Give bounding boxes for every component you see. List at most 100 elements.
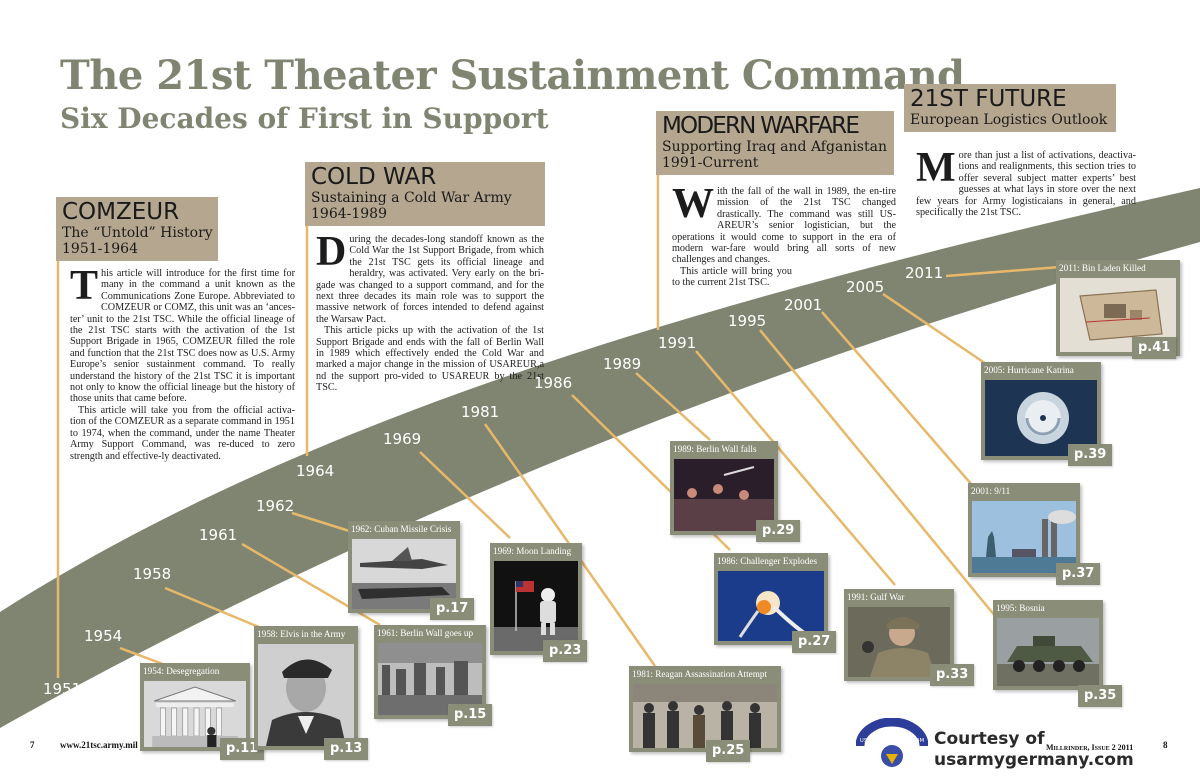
courtesy-line: Courtesy of: [934, 729, 1045, 749]
era-header-cold-war: COLD WAR Sustaining a Cold War Army 1964…: [305, 162, 545, 226]
year-label: 1981: [461, 403, 500, 421]
era-header-future: 21ST FUTURE European Logistics Outlook: [904, 84, 1116, 132]
logo-text: USARMYGERMANY.COM: [860, 738, 925, 744]
page-reference[interactable]: p.17: [430, 598, 475, 620]
article-paragraph: This article picks up with the activatio…: [316, 325, 544, 394]
era-years: 1964-1989: [311, 206, 387, 222]
year-label: 2005: [846, 278, 885, 296]
compound-diagram-photo: [1060, 278, 1176, 352]
event-card-2011[interactable]: 2011: Bin Laden Killed: [1056, 260, 1180, 356]
event-caption: 2005: Hurricane Katrina: [984, 365, 1074, 375]
era-name: MODERN WARFARE: [662, 113, 860, 139]
event-card-1989[interactable]: 1989: Berlin Wall falls: [670, 441, 778, 535]
usarmygermany-logo: USARMYGERMANY.COM: [855, 717, 929, 768]
drop-cap: W: [672, 181, 714, 227]
year-label: 1951: [43, 680, 82, 698]
page-reference[interactable]: p.29: [756, 520, 801, 542]
page-subtitle: Six Decades of First in Support: [60, 102, 549, 135]
astronaut-on-moon-photo: [494, 561, 578, 651]
courtesy-website[interactable]: usarmygermany.com: [934, 750, 1134, 770]
footer-issue: Millrinder, Issue 2 2011: [1046, 743, 1134, 752]
era-name: 21ST FUTURE: [910, 86, 1067, 112]
general-portrait-photo: [848, 607, 950, 677]
article-paragraph: uring the decades-long standoff known as…: [316, 234, 544, 325]
event-card-2001[interactable]: 2001: 9/11: [968, 483, 1080, 577]
era-header-modern-warfare: MODERN WARFARE Supporting Iraq and Afgan…: [656, 111, 894, 175]
era-years: 1951-1964: [62, 241, 138, 257]
shuttle-explosion-photo: [718, 571, 824, 641]
page-title: The 21st Theater Sustainment Command: [60, 52, 965, 99]
event-card-1962[interactable]: 1962: Cuban Missile Crisis: [348, 521, 460, 613]
event-caption: 2001: 9/11: [971, 486, 1011, 496]
connector-1991: [695, 350, 896, 586]
page-reference[interactable]: p.41: [1132, 337, 1177, 359]
event-card-1986[interactable]: 1986: Challenger Explodes: [714, 553, 828, 645]
year-label: 1954: [84, 627, 123, 645]
article-comzeur: T his article will introduce for the fir…: [70, 263, 295, 462]
article-cold-war: D uring the decades-long standoff known …: [316, 229, 544, 394]
event-card-1991[interactable]: 1991: Gulf War: [844, 589, 954, 681]
event-card-1969[interactable]: 1969: Moon Landing: [490, 543, 582, 655]
article-paragraph: This article will bring you to the curre…: [672, 265, 792, 289]
year-label: 1962: [256, 497, 295, 515]
footer-page-number-left: 7: [30, 740, 35, 750]
connector-2011: [945, 265, 1061, 278]
era-subtitle: Supporting Iraq and Afganistan: [662, 139, 887, 155]
era-subtitle: Sustaining a Cold War Army: [311, 190, 512, 206]
era-name: COLD WAR: [311, 164, 437, 190]
year-label: 1964: [296, 462, 335, 480]
drop-cap: D: [316, 229, 347, 275]
era-subtitle: The “Untold” History: [62, 225, 213, 241]
era-years: 1991-Current: [662, 155, 759, 171]
event-card-1958[interactable]: 1958: Elvis in the Army: [254, 626, 358, 750]
year-label: 1989: [603, 355, 642, 373]
page-reference[interactable]: p.23: [543, 640, 588, 662]
page-reference[interactable]: p.15: [448, 704, 493, 726]
page-reference[interactable]: p.35: [1078, 685, 1123, 707]
footer-website[interactable]: www.21tsc.army.mil: [60, 740, 138, 750]
event-caption: 2011: Bin Laden Killed: [1059, 263, 1146, 273]
aircraft-over-ship-photo: [352, 539, 456, 609]
timeline-band: [0, 188, 1200, 728]
event-caption: 1995: Bosnia: [996, 603, 1045, 613]
article-future: M ore than just a list of activations, d…: [916, 145, 1136, 219]
article-modern-warfare: W ith the fall of the wall in 1989, the …: [672, 181, 896, 289]
year-label: 1986: [534, 374, 573, 392]
event-card-2005[interactable]: 2005: Hurricane Katrina: [981, 362, 1101, 460]
year-label: 1969: [383, 430, 422, 448]
event-caption: 1986: Challenger Explodes: [717, 556, 818, 566]
era-subtitle: European Logistics Outlook: [910, 112, 1108, 128]
connector-1969: [419, 451, 511, 539]
year-label: 1995: [728, 312, 767, 330]
year-label: 2001: [784, 296, 823, 314]
event-caption: 1962: Cuban Missile Crisis: [351, 524, 452, 534]
page-reference[interactable]: p.13: [324, 738, 369, 760]
page-reference[interactable]: p.39: [1068, 444, 1113, 466]
page-reference[interactable]: p.37: [1056, 563, 1101, 585]
event-caption: 1991: Gulf War: [847, 592, 905, 602]
year-label: 2011: [905, 264, 944, 282]
page-reference[interactable]: p.11: [220, 738, 265, 760]
drop-cap: T: [70, 263, 99, 309]
event-card-1954[interactable]: 1954: Desegregation: [140, 663, 250, 751]
reagan-crowd-photo: [633, 684, 777, 748]
article-paragraph: ore than just a list of activations, dea…: [916, 150, 1136, 219]
page-reference[interactable]: p.25: [706, 740, 751, 762]
event-caption: 1954: Desegregation: [143, 666, 220, 676]
event-card-1961[interactable]: 1961: Berlin Wall goes up: [374, 625, 486, 719]
event-caption: 1981: Reagan Assassination Attempt: [632, 669, 767, 679]
connector-1989: [635, 372, 711, 441]
elvis-portrait-photo: [258, 644, 354, 746]
year-label: 1991: [658, 334, 697, 352]
page-reference[interactable]: p.27: [792, 631, 837, 653]
event-card-1995[interactable]: 1995: Bosnia: [993, 600, 1103, 690]
connector-2005: [882, 292, 996, 372]
year-label: 1958: [133, 565, 172, 583]
year-label: 1961: [199, 526, 238, 544]
berlin-wall-construction-photo: [378, 643, 482, 715]
drop-cap: M: [916, 145, 956, 191]
event-caption: 1958: Elvis in the Army: [257, 629, 346, 639]
event-card-1981[interactable]: 1981: Reagan Assassination Attempt: [629, 666, 781, 752]
page-reference[interactable]: p.33: [930, 664, 975, 686]
footer-page-number-right: 8: [1163, 740, 1168, 750]
